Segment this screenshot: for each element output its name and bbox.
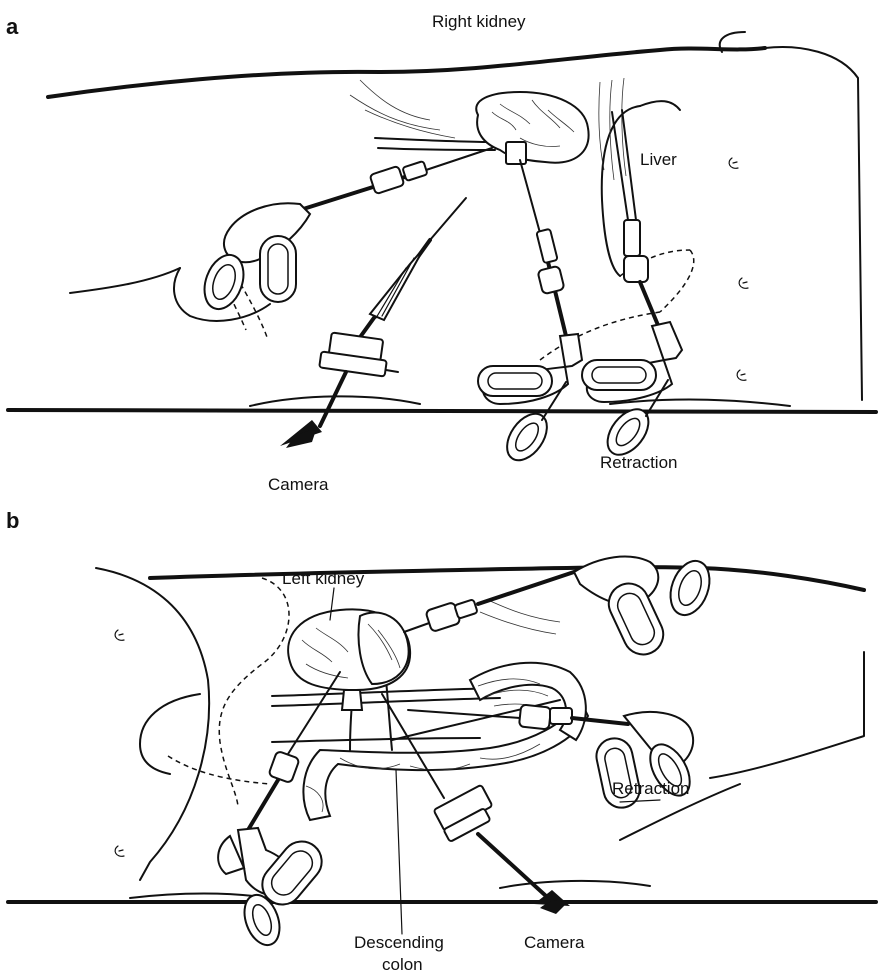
panel-a: a [6, 12, 876, 494]
label-right-kidney: Right kidney [432, 12, 526, 31]
label-retraction-a: Retraction [600, 453, 677, 472]
leader-descending-colon [396, 770, 402, 934]
label-camera-b: Camera [524, 933, 585, 952]
panel-a-middle-grasper [478, 160, 582, 467]
panel-a-body-outline [8, 32, 876, 412]
label-liver: Liver [640, 150, 677, 169]
panel-a-letter: a [6, 14, 19, 39]
label-retraction-b: Retraction [612, 779, 689, 798]
label-descending-colon-line1: Descending [354, 933, 444, 952]
panel-a-left-grasper [198, 148, 492, 314]
right-kidney [476, 92, 588, 164]
panel-b-letter: b [6, 508, 19, 533]
label-descending-colon-line2: colon [382, 955, 423, 974]
label-camera-a: Camera [268, 475, 329, 494]
panel-b: b [6, 508, 876, 974]
label-left-kidney: Left kidney [282, 569, 365, 588]
